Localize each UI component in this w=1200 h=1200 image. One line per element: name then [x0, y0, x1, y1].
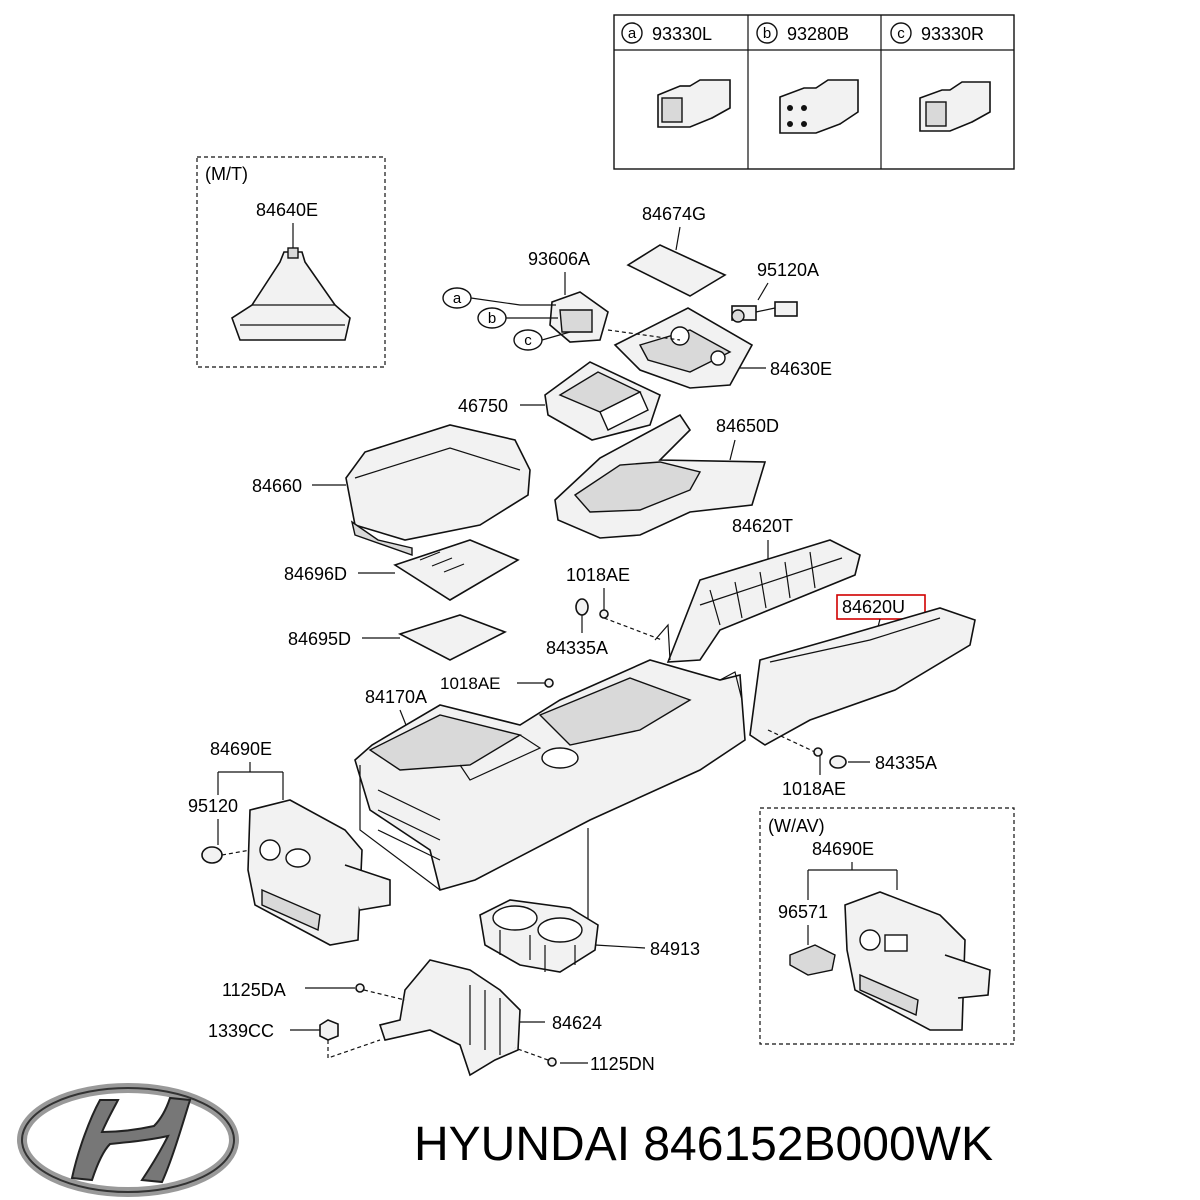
side-frame-84620t-icon [666, 539, 861, 663]
label-84620u: 84620U [842, 597, 905, 617]
switch-93330r-icon [919, 81, 991, 132]
shift-boot-icon [231, 247, 351, 341]
legend-letter-b: b [763, 25, 771, 42]
connector-96571-icon [789, 944, 836, 976]
label-96571: 96571 [778, 902, 828, 922]
storage-tray-84630e-icon [607, 307, 754, 389]
label-1125dn: 1125DN [590, 1054, 655, 1074]
label-1125da: 1125DA [222, 980, 286, 1000]
hyundai-logo-icon [17, 1083, 239, 1197]
main-console-84170a-icon [354, 623, 746, 891]
legend-code-a: 93330L [652, 24, 712, 44]
label-84335a-right: 84335A [875, 753, 937, 773]
label-84913: 84913 [650, 939, 700, 959]
label-84690e-right: 84690E [812, 839, 874, 859]
shift-indicator-46750-icon [544, 361, 661, 441]
label-84674g: 84674G [642, 204, 706, 224]
label-84696d: 84696D [284, 564, 347, 584]
cup-holder-84913-icon [479, 899, 599, 973]
label-84170a: 84170A [365, 687, 427, 707]
tray-mat-84674g-icon [626, 244, 727, 297]
wav-group: (W/AV) 84690E 96571 [759, 807, 1015, 1045]
clip-84335a-right-icon [829, 755, 847, 769]
label-84620t: 84620T [732, 516, 793, 536]
legend-item-c: c 93330R [890, 22, 991, 132]
legend-item-b: b 93280B [756, 22, 859, 134]
label-1339cc: 1339CC [208, 1021, 274, 1041]
legend-table: a 93330L b 93280B [613, 14, 1015, 170]
callout-c: c [513, 329, 571, 351]
legend-letter-c: c [897, 25, 905, 42]
switch-93280b-icon [779, 79, 859, 134]
legend-letter-a: a [628, 25, 637, 42]
nut-1339cc-icon [319, 1019, 381, 1059]
label-84650d: 84650D [716, 416, 779, 436]
svg-text:c: c [524, 332, 532, 349]
rear-bezel-84690e-left-icon [247, 799, 391, 946]
legend-code-c: 93330R [921, 24, 984, 44]
connector-95120a-icon [731, 301, 798, 323]
side-panel-84620u-icon [749, 607, 976, 746]
label-84640e: 84640E [256, 200, 318, 220]
mt-group-label: (M/T) [205, 164, 248, 184]
highlight-84620u: 84620U [836, 594, 926, 620]
switch-93330l-icon [657, 79, 731, 128]
tray-mat-84696d-icon [393, 539, 520, 601]
clip-84335a-left-icon [575, 598, 589, 616]
switch-bracket-93606a-icon [549, 291, 609, 343]
upper-panel-84650d-icon [554, 413, 767, 539]
label-46750: 46750 [458, 396, 508, 416]
screw-1018ae-right-icon [813, 747, 823, 757]
bolt-1125da-icon [355, 983, 406, 1001]
screw-1018ae-top-icon [599, 609, 663, 641]
label-84335a-left: 84335A [546, 638, 608, 658]
footer-brand-text: HYUNDAI 846152B000WK [414, 1118, 993, 1171]
label-95120: 95120 [188, 796, 238, 816]
legend-item-a: a 93330L [621, 22, 731, 128]
wav-group-label: (W/AV) [768, 816, 825, 836]
label-1018ae-right: 1018AE [782, 779, 846, 799]
label-84695d: 84695D [288, 629, 351, 649]
label-84624: 84624 [552, 1013, 602, 1033]
label-95120a: 95120A [757, 260, 819, 280]
label-84630e: 84630E [770, 359, 832, 379]
label-93606a: 93606A [528, 249, 590, 269]
bolt-1125dn-icon [514, 1047, 557, 1067]
callout-a: a [442, 287, 556, 309]
legend-code-b: 93280B [787, 24, 849, 44]
label-84690e-left: 84690E [210, 739, 272, 759]
rear-bezel-84690e-right-icon [844, 891, 991, 1031]
screw-1018ae-mid-icon [544, 678, 554, 688]
callout-b: b [477, 307, 558, 329]
svg-text:a: a [453, 290, 462, 307]
mount-bracket-84624-icon [378, 959, 521, 1077]
tray-mat-84695d-icon [397, 614, 507, 661]
svg-text:b: b [488, 310, 496, 327]
label-84660: 84660 [252, 476, 302, 496]
label-1018ae-top: 1018AE [566, 565, 630, 585]
sensor-95120-icon [201, 846, 263, 864]
label-1018ae-mid: 1018AE [440, 674, 501, 693]
armrest-lid-84660-icon [345, 424, 531, 556]
mt-group: (M/T) 84640E [196, 156, 386, 368]
